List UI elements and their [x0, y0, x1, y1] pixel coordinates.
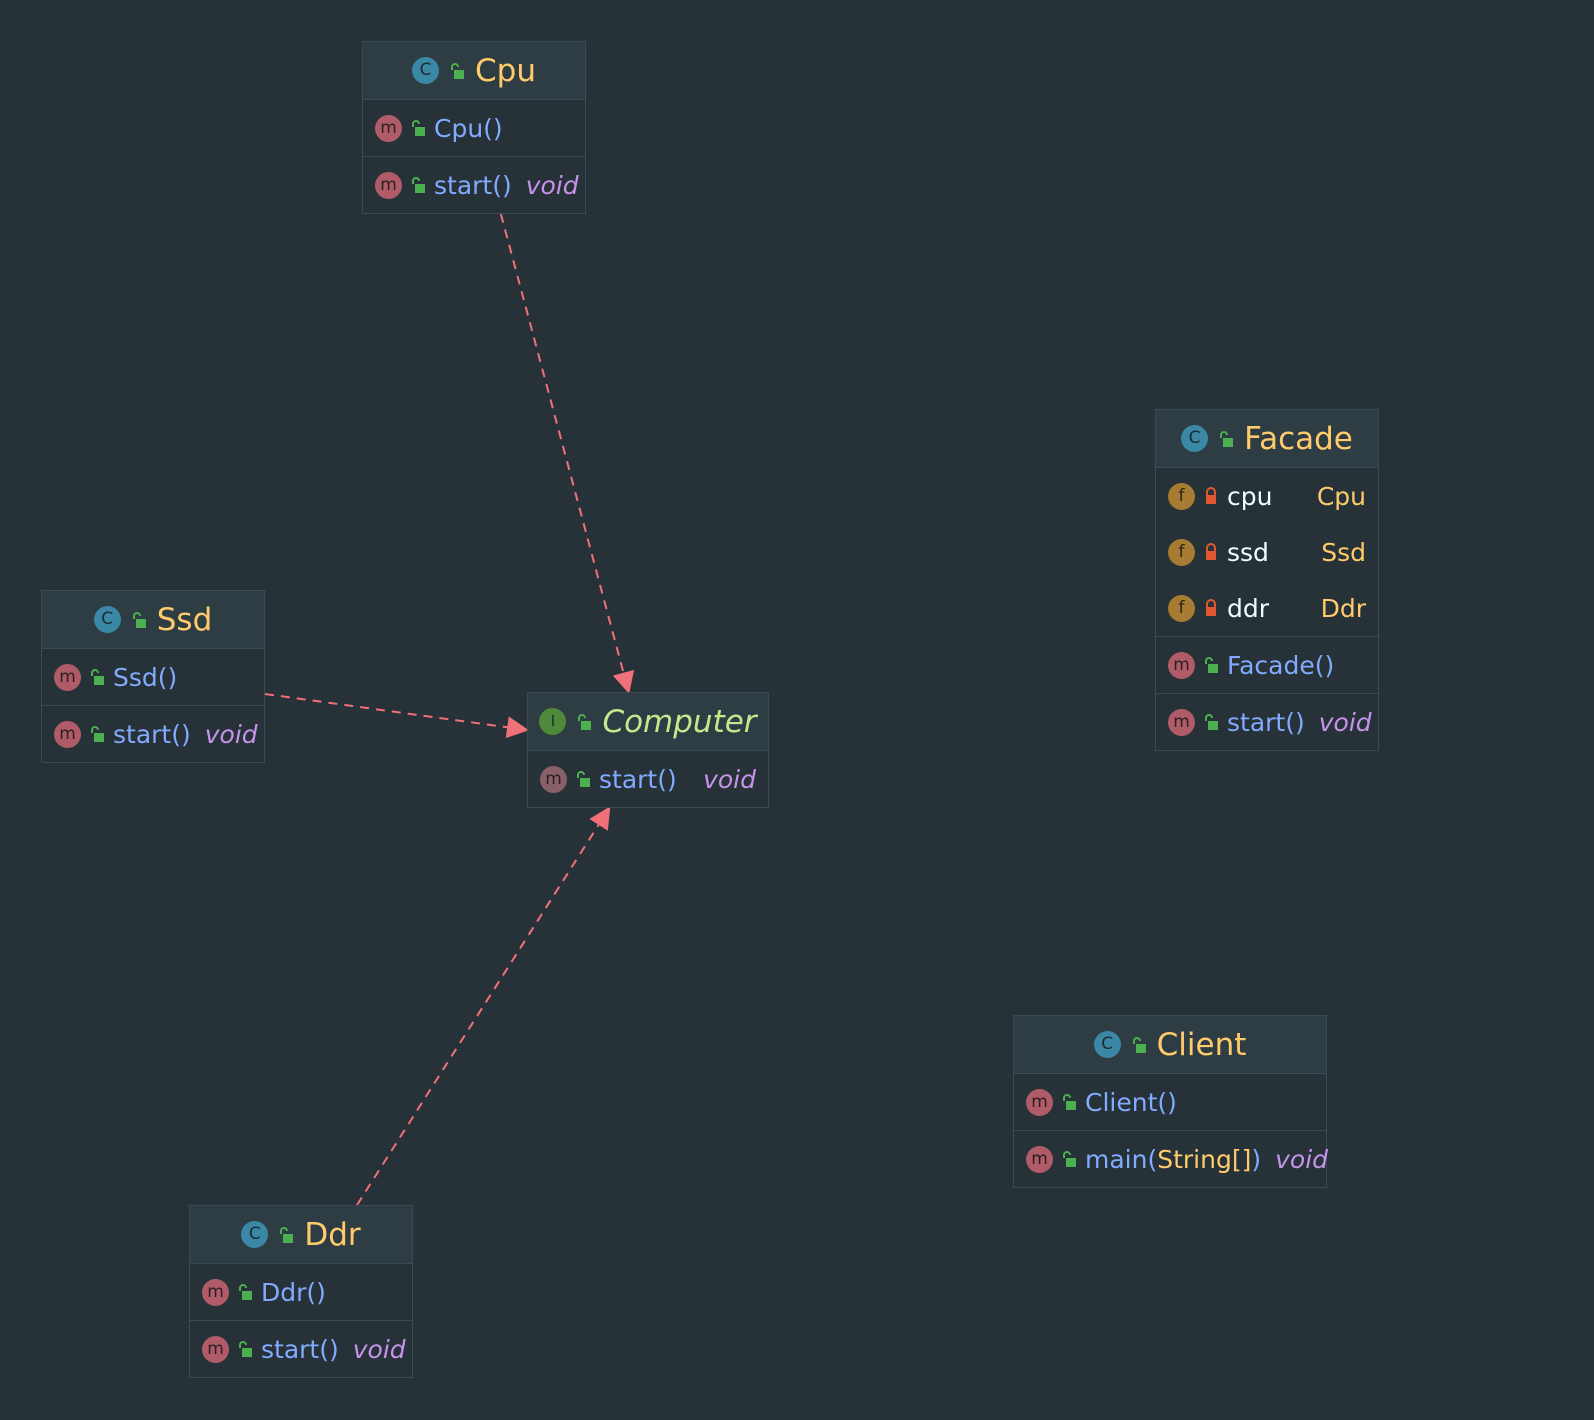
- interface-name: Computer: [602, 703, 757, 740]
- constructor-name: Ssd(): [113, 662, 178, 692]
- class-ddr[interactable]: C Ddr m Ddr() m start() void: [189, 1205, 413, 1378]
- class-name: Client: [1156, 1026, 1247, 1063]
- field-name: ssd: [1227, 537, 1269, 567]
- method-row[interactable]: m start() void: [190, 1321, 412, 1377]
- class-ssd[interactable]: C Ssd m Ssd() m start() void: [41, 590, 265, 763]
- class-header: I Computer: [528, 693, 768, 751]
- public-icon: [1205, 657, 1218, 673]
- class-name: Cpu: [475, 52, 536, 89]
- public-icon: [91, 726, 104, 742]
- constructor-row[interactable]: m Facade(): [1156, 637, 1378, 693]
- private-lock-icon: [1206, 543, 1216, 560]
- public-icon: [1220, 430, 1234, 447]
- class-header: C Client: [1014, 1016, 1326, 1074]
- interface-icon: I: [539, 708, 567, 735]
- class-cpu[interactable]: C Cpu m Cpu() m start() void: [362, 41, 586, 214]
- class-name: Ssd: [156, 601, 213, 638]
- class-client[interactable]: C Client m Client() m main(String[]) voi…: [1013, 1015, 1329, 1188]
- method-name: start(): [434, 170, 512, 200]
- method-row[interactable]: m start() void: [42, 706, 264, 762]
- method-name: start(): [1227, 707, 1305, 737]
- field-name: ddr: [1227, 593, 1270, 623]
- method-name: start(): [599, 764, 677, 794]
- field-name: cpu: [1227, 481, 1273, 511]
- public-icon: [412, 177, 425, 193]
- class-header: C Ssd: [42, 591, 264, 649]
- interface-computer[interactable]: I Computer m start() void: [527, 692, 769, 808]
- private-lock-icon: [1206, 487, 1216, 504]
- field-icon: f: [1168, 482, 1195, 510]
- method-icon: m: [1168, 651, 1195, 679]
- method-icon: m: [54, 663, 81, 691]
- class-header: C Cpu: [363, 42, 585, 100]
- return-type: void: [352, 1334, 406, 1364]
- public-icon: [280, 1226, 294, 1243]
- class-name: Ddr: [304, 1216, 361, 1253]
- field-type: Ssd: [1321, 537, 1366, 567]
- ddr-implements-computer: [356, 806, 611, 1206]
- public-icon: [1063, 1094, 1076, 1110]
- class-icon: C: [412, 57, 439, 84]
- method-row[interactable]: m start() void: [1156, 694, 1378, 750]
- method-name: main(String[]): [1085, 1144, 1262, 1174]
- method-icon: m: [202, 1335, 229, 1363]
- return-type: void: [703, 764, 756, 794]
- method-name: start(): [261, 1334, 339, 1364]
- constructor-name: Ddr(): [261, 1277, 326, 1307]
- method-row[interactable]: m main(String[]) void: [1014, 1131, 1329, 1187]
- return-type: void: [525, 170, 579, 200]
- abstract-method-icon: m: [540, 765, 567, 793]
- constructor-name: Facade(): [1227, 650, 1335, 680]
- method-icon: m: [54, 720, 81, 748]
- field-icon: f: [1168, 538, 1195, 566]
- field-row[interactable]: f ddr Ddr: [1156, 580, 1378, 636]
- public-icon: [1205, 714, 1218, 730]
- field-icon: f: [1168, 594, 1195, 622]
- method-row[interactable]: m start() void: [528, 751, 768, 807]
- return-type: void: [204, 719, 258, 749]
- public-icon: [239, 1284, 252, 1300]
- return-type: void: [1318, 707, 1372, 737]
- class-name: Facade: [1244, 420, 1353, 457]
- public-icon: [132, 611, 146, 628]
- method-name: start(): [113, 719, 191, 749]
- class-icon: C: [241, 1221, 269, 1248]
- method-icon: m: [375, 114, 402, 142]
- method-icon: m: [202, 1278, 229, 1306]
- class-icon: C: [93, 606, 121, 633]
- class-facade[interactable]: C Facade f cpu Cpu f ssd Ssd f ddr Ddr m…: [1155, 409, 1379, 751]
- constructor-row[interactable]: m Ddr(): [190, 1264, 412, 1320]
- ssd-implements-computer: [264, 693, 529, 739]
- constructor-name: Client(): [1085, 1087, 1177, 1117]
- cpu-implements-computer: [499, 213, 635, 694]
- public-icon: [91, 669, 104, 685]
- field-type: Ddr: [1320, 593, 1366, 623]
- field-type: Cpu: [1316, 481, 1366, 511]
- constructor-name: Cpu(): [434, 113, 503, 143]
- method-icon: m: [375, 171, 402, 199]
- field-row[interactable]: f ssd Ssd: [1156, 524, 1378, 580]
- field-row[interactable]: f cpu Cpu: [1156, 468, 1378, 524]
- method-row[interactable]: m start() void: [363, 157, 585, 213]
- class-icon: C: [1181, 425, 1209, 452]
- constructor-row[interactable]: m Ssd(): [42, 649, 264, 705]
- public-icon: [1063, 1151, 1076, 1167]
- public-icon: [577, 771, 590, 787]
- constructor-row[interactable]: m Client(): [1014, 1074, 1326, 1130]
- public-icon: [1132, 1036, 1146, 1053]
- public-icon: [578, 713, 592, 730]
- public-icon: [451, 62, 464, 79]
- private-lock-icon: [1206, 599, 1216, 616]
- public-icon: [412, 120, 425, 136]
- constructor-row[interactable]: m Cpu(): [363, 100, 585, 156]
- class-header: C Ddr: [190, 1206, 412, 1264]
- return-type: void: [1275, 1144, 1329, 1174]
- static-method-icon: m: [1026, 1145, 1053, 1173]
- public-icon: [239, 1341, 252, 1357]
- runnable-class-icon: C: [1093, 1031, 1121, 1058]
- method-icon: m: [1168, 708, 1195, 736]
- class-header: C Facade: [1156, 410, 1378, 468]
- method-icon: m: [1026, 1088, 1053, 1116]
